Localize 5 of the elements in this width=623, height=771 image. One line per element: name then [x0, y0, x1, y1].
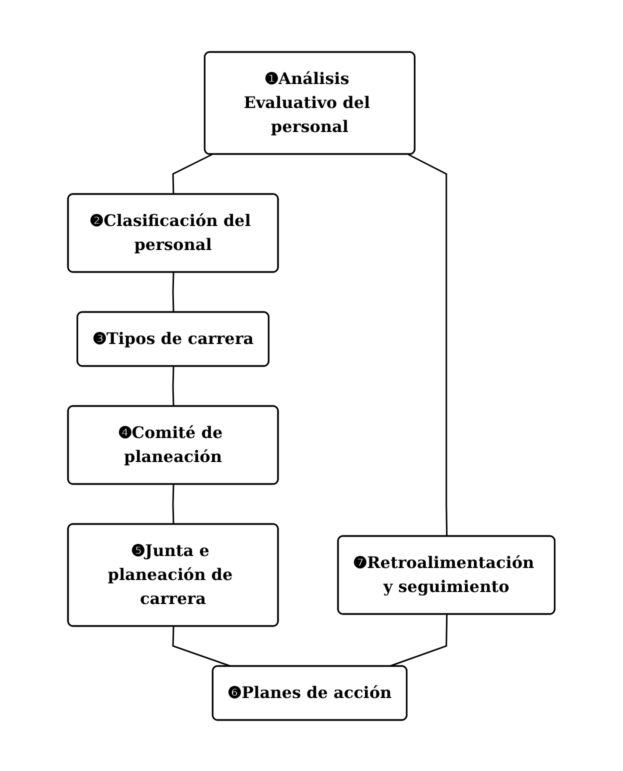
- connector: [172, 366, 174, 406]
- connector: [172, 153, 212, 194]
- connector: [172, 484, 174, 524]
- connector: [408, 153, 448, 536]
- connector: [172, 272, 174, 312]
